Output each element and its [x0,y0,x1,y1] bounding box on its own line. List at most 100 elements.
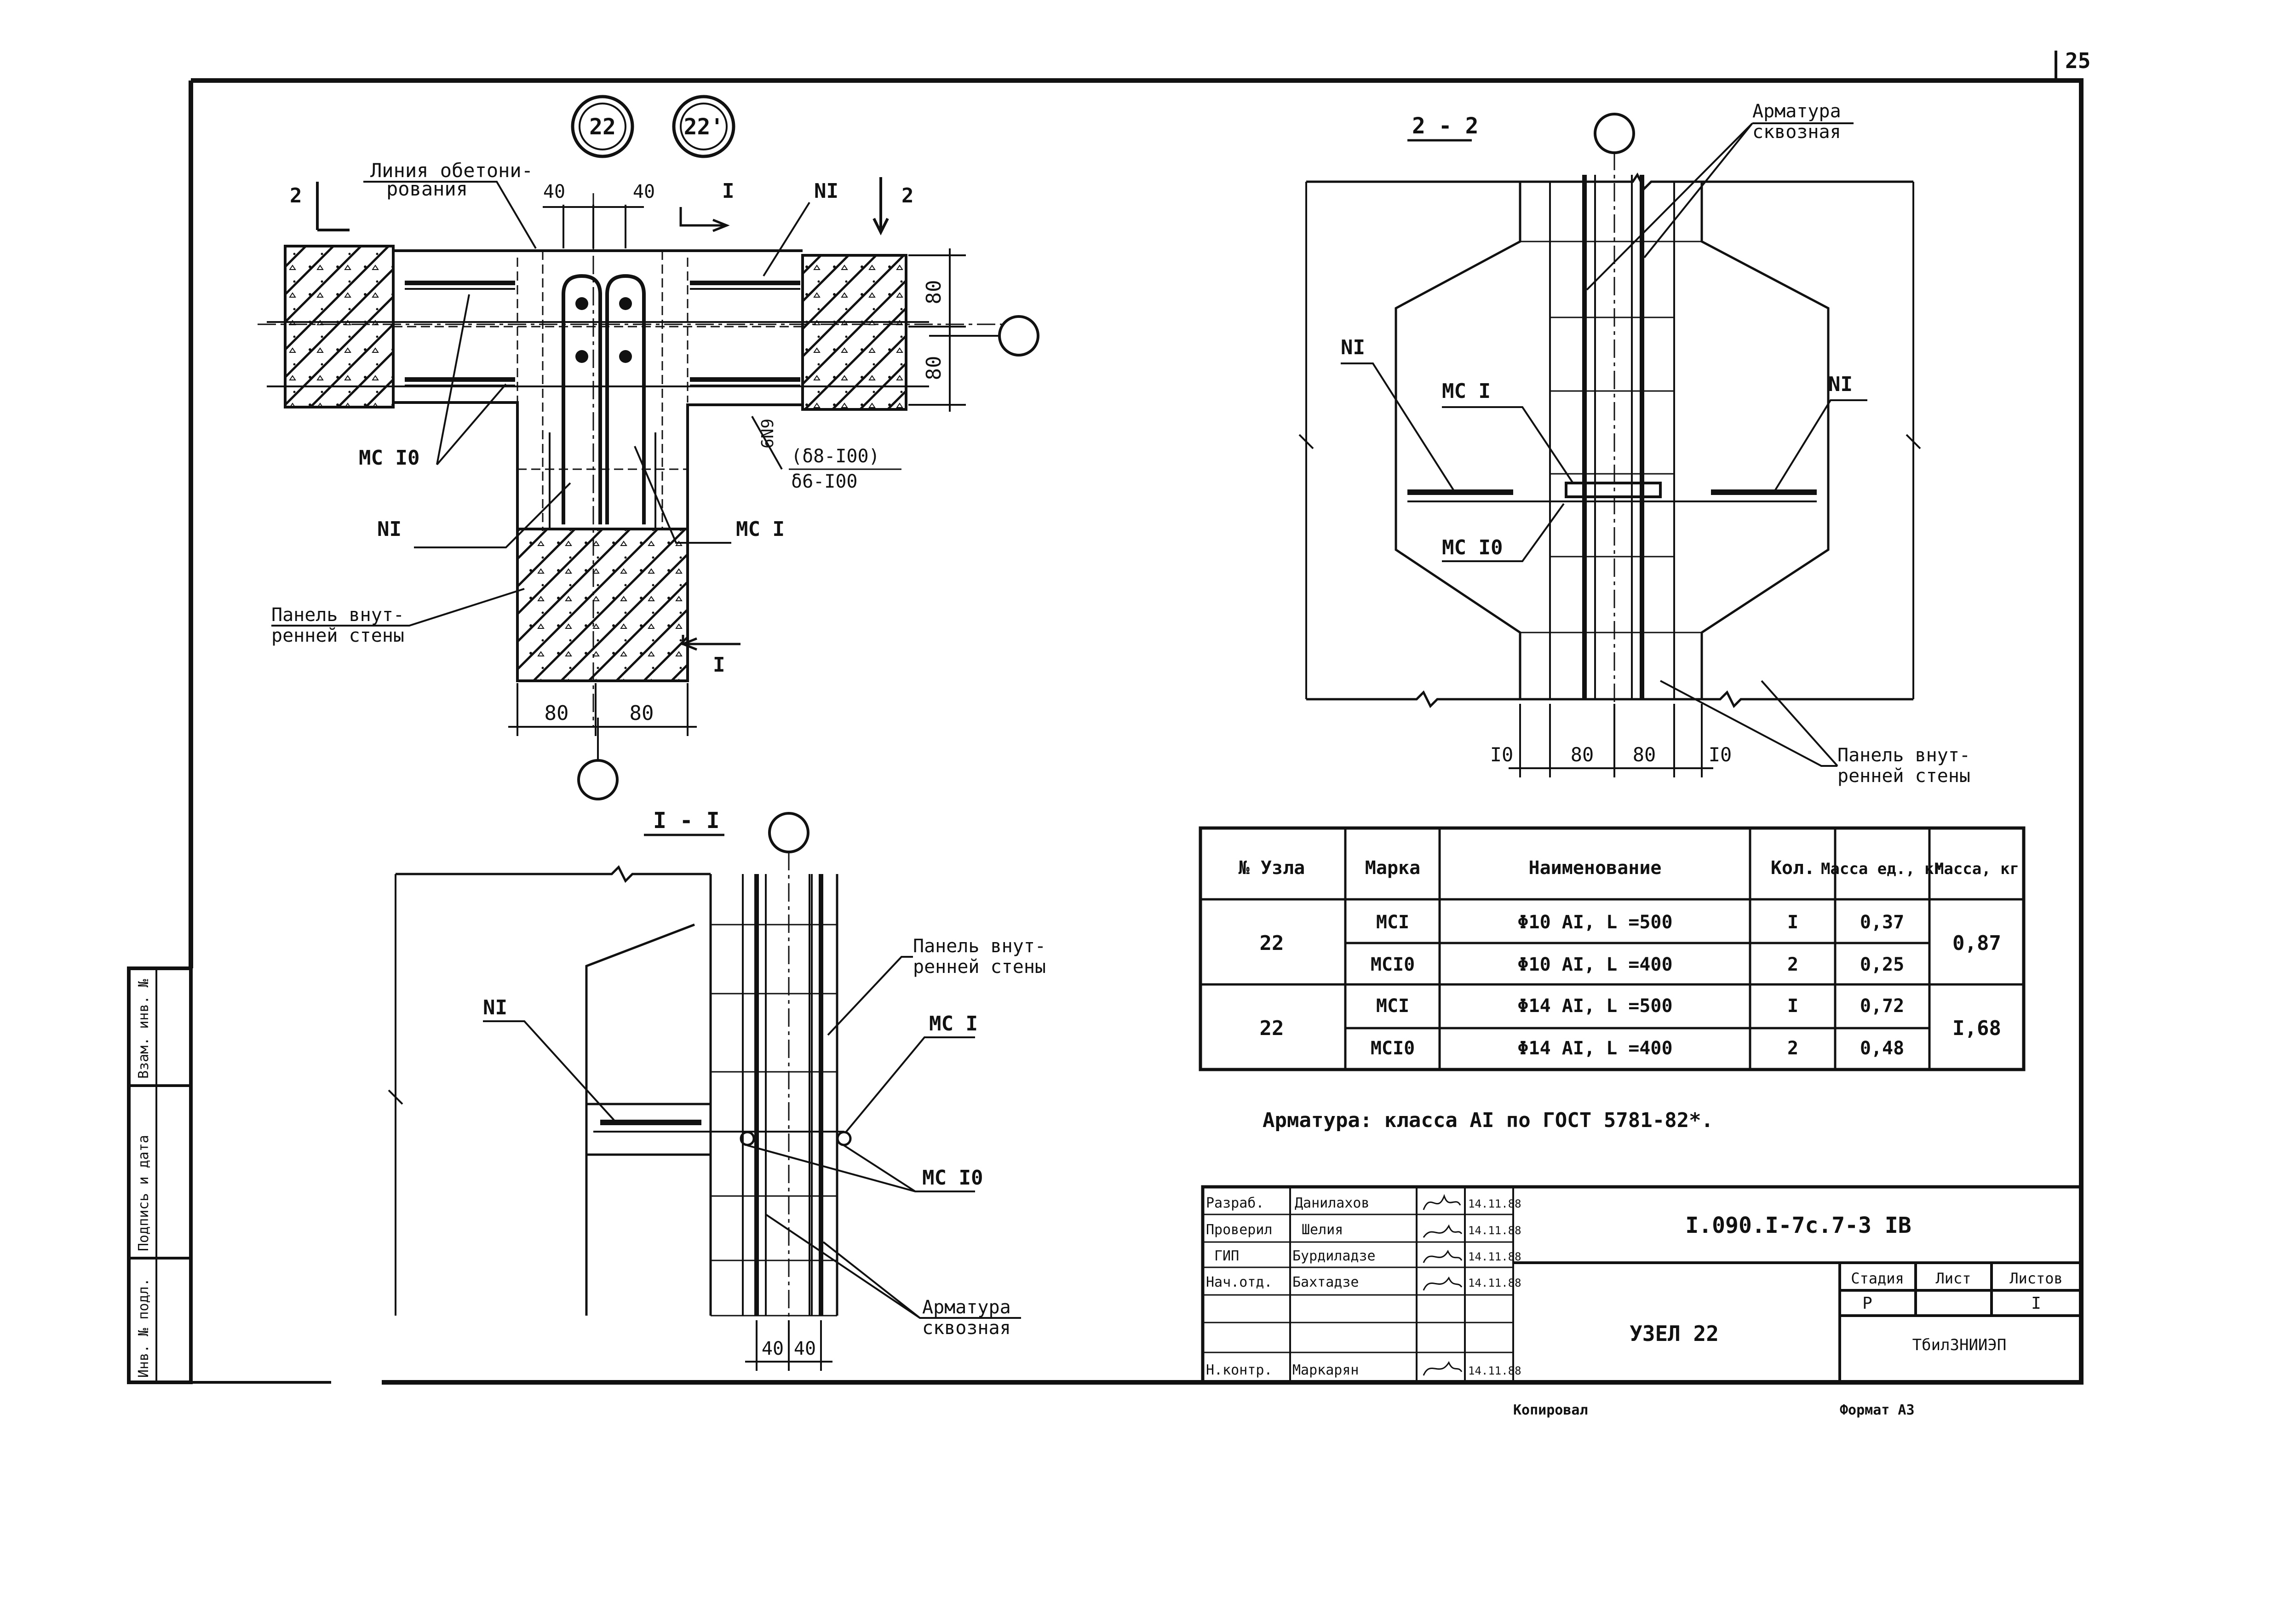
panel-bottom [516,528,689,682]
spec-header-qty: Кол. [1771,857,1815,879]
spec-header-name: Наименование [1529,857,1662,879]
spec-header-node: № Узла [1239,857,1305,879]
section-1-1-dim-40-right: 40 [794,1338,816,1359]
section-1-1-label-mc10: МС I0 [922,1166,983,1190]
tb-name-6: Маркарян [1292,1362,1359,1378]
plan-step-label-1: (δ8-I00) [791,446,880,467]
copied-label: Копировал [1513,1402,1588,1418]
spec-header-mark: Марка [1365,857,1420,879]
spec-g2r1-mark: МСI [1376,995,1409,1017]
plan-dim-40-left: 40 [543,181,565,202]
side-stamp-replace: Взам. инв. № [136,979,152,1079]
tb-sheets-header: Листов [2009,1270,2063,1287]
axis-bubble-bottom [577,759,619,800]
plan-label-mc10: МС I0 [359,446,419,470]
section-2-2-dim-80-right: 80 [1633,743,1656,766]
plan-section-2-right: 2 [901,184,914,207]
spec-g2-total: I,68 [1952,1017,2001,1040]
section-1-1-rebar-label-2: сквозная [922,1317,1011,1339]
section-2-2-dim-80-left: 80 [1571,743,1594,766]
section-2-2-rebar-label-2: сквозная [1752,121,1841,143]
tb-signature-2 [1423,1249,1463,1263]
plan-label-n9: 6N9 [757,419,776,449]
side-stamp-inv: Инв. № подл. [136,1278,152,1378]
tb-name-3: Бахтадзе [1292,1274,1359,1290]
section-1-1-axis-bubble [768,812,809,853]
spec-header-total-mass: Масса, кг [1934,860,2019,878]
tb-date-0: 14.11.88 [1468,1197,1521,1210]
plan-dim-80-right: 80 [630,702,654,725]
tb-name-2: Бурдиладзе [1292,1248,1376,1264]
side-stamp: Инв. № подл. Подпись и дата Взам. инв. № [136,979,152,1378]
spec-g1r1-qty: I [1787,912,1798,933]
section-1-1-panel-label-1: Панель внут- [913,936,1046,957]
spec-g1r2-unit: 0,25 [1860,954,1904,975]
spec-g1r1-unit: 0,37 [1860,912,1904,933]
spec-g2r1-qty: I [1787,995,1798,1017]
tb-sheets-value: I [2031,1294,2041,1313]
section-1-1-label-mc1: МС I [929,1012,978,1035]
spec-g2r1-name: Φ14 AI, L =500 [1517,995,1672,1017]
tb-signature-6 [1423,1361,1463,1376]
tb-document-code: I.090.I-7с.7-3 IВ [1685,1213,1911,1238]
tb-stage-header: Стадия [1851,1270,1904,1287]
tb-signature-1 [1423,1224,1463,1238]
spec-table: № Узла Марка Наименование Кол. Масса ед.… [1199,826,2026,1071]
tb-stage-value: Р [1862,1294,1872,1313]
plan-label-n1-top: NI [814,179,838,203]
tb-signature-3 [1423,1276,1463,1291]
section-2-2-label-n1-right: NI [1828,373,1853,396]
plan-dim-80-bottom: 80 [922,356,946,380]
plan-section-2-left: 2 [290,184,302,207]
panel-right [801,254,907,411]
node-mark-a: 22 [589,114,616,140]
plan-dim-80-top: 80 [922,280,946,305]
section-1-1: I - I 40 40 Панель внут- ренней стены NI… [388,808,1046,1371]
plan-dim-40-right: 40 [633,181,655,202]
spec-g2r2-name: Φ14 AI, L =400 [1517,1038,1672,1059]
tb-role-1: Проверил [1206,1222,1273,1238]
plan-section-1-top: I [722,179,735,203]
spec-g2r2-mark: МСI0 [1371,1038,1415,1059]
plan-view: 40 40 80 80 80 80 2 2 I I Линия обетони-… [258,159,1039,800]
node-mark-b: 22' [684,114,724,140]
section-2-2: 2 - 2 I0 80 80 I0 Арматура сквозная NI [1298,101,1970,787]
tb-organization: ТбилЗНИИЭП [1912,1336,2007,1354]
section-1-1-title: I - I [653,808,720,834]
panel-left [284,245,395,408]
tb-date-3: 14.11.88 [1468,1277,1521,1289]
section-2-2-label-n1-left: NI [1341,336,1365,359]
page-number: 25 [2065,48,2090,73]
plan-panel-label-1: Панель внут- [271,604,404,626]
side-stamp-sign: Подпись и дата [136,1135,152,1251]
spec-header-unit-mass: Масса ед., кг [1821,860,1943,878]
plan-panel-label-2: ренней стены [271,625,404,646]
spec-g2r2-qty: 2 [1787,1038,1798,1059]
tb-role-6: Н.контр. [1206,1362,1273,1378]
spec-g2r2-unit: 0,48 [1860,1038,1904,1059]
spec-g1r2-qty: 2 [1787,954,1798,975]
format-label: Формат А3 [1840,1402,1915,1418]
spec-g1-total: 0,87 [1952,932,2001,955]
tb-drawing-title: УЗЕЛ 22 [1630,1321,1719,1346]
spec-g1r1-mark: МСI [1376,912,1409,933]
section-2-2-rebar-label-1: Арматура [1752,101,1841,122]
spec-g1r2-mark: МСI0 [1371,954,1415,975]
tb-role-3: Нач.отд. [1206,1274,1273,1290]
section-2-2-panel-label-2: ренней стены [1837,765,1970,787]
section-1-1-dim-40-left: 40 [762,1338,784,1359]
tb-role-2: ГИП [1214,1248,1239,1264]
section-2-2-label-mc1: МС I [1442,380,1491,403]
spec-g2-node: 22 [1260,1017,1284,1040]
section-1-1-panel-label-2: ренней стены [913,956,1046,978]
plan-label-n1-mid: NI [377,518,402,541]
tb-sheet-header: Лист [1935,1270,1971,1287]
spec-g2r1-unit: 0,72 [1860,995,1904,1017]
tb-name-1: Шелия [1302,1222,1343,1238]
plan-concrete-line-label-1: Линия обетони- [370,159,533,182]
title-block: Разраб. Проверил ГИП Нач.отд. Н.контр. Д… [1201,1185,2083,1384]
spec-g1r1-name: Φ10 AI, L =500 [1517,912,1672,933]
plan-label-mc1: МС I [736,518,785,541]
spec-g1r2-name: Φ10 AI, L =400 [1517,954,1672,975]
